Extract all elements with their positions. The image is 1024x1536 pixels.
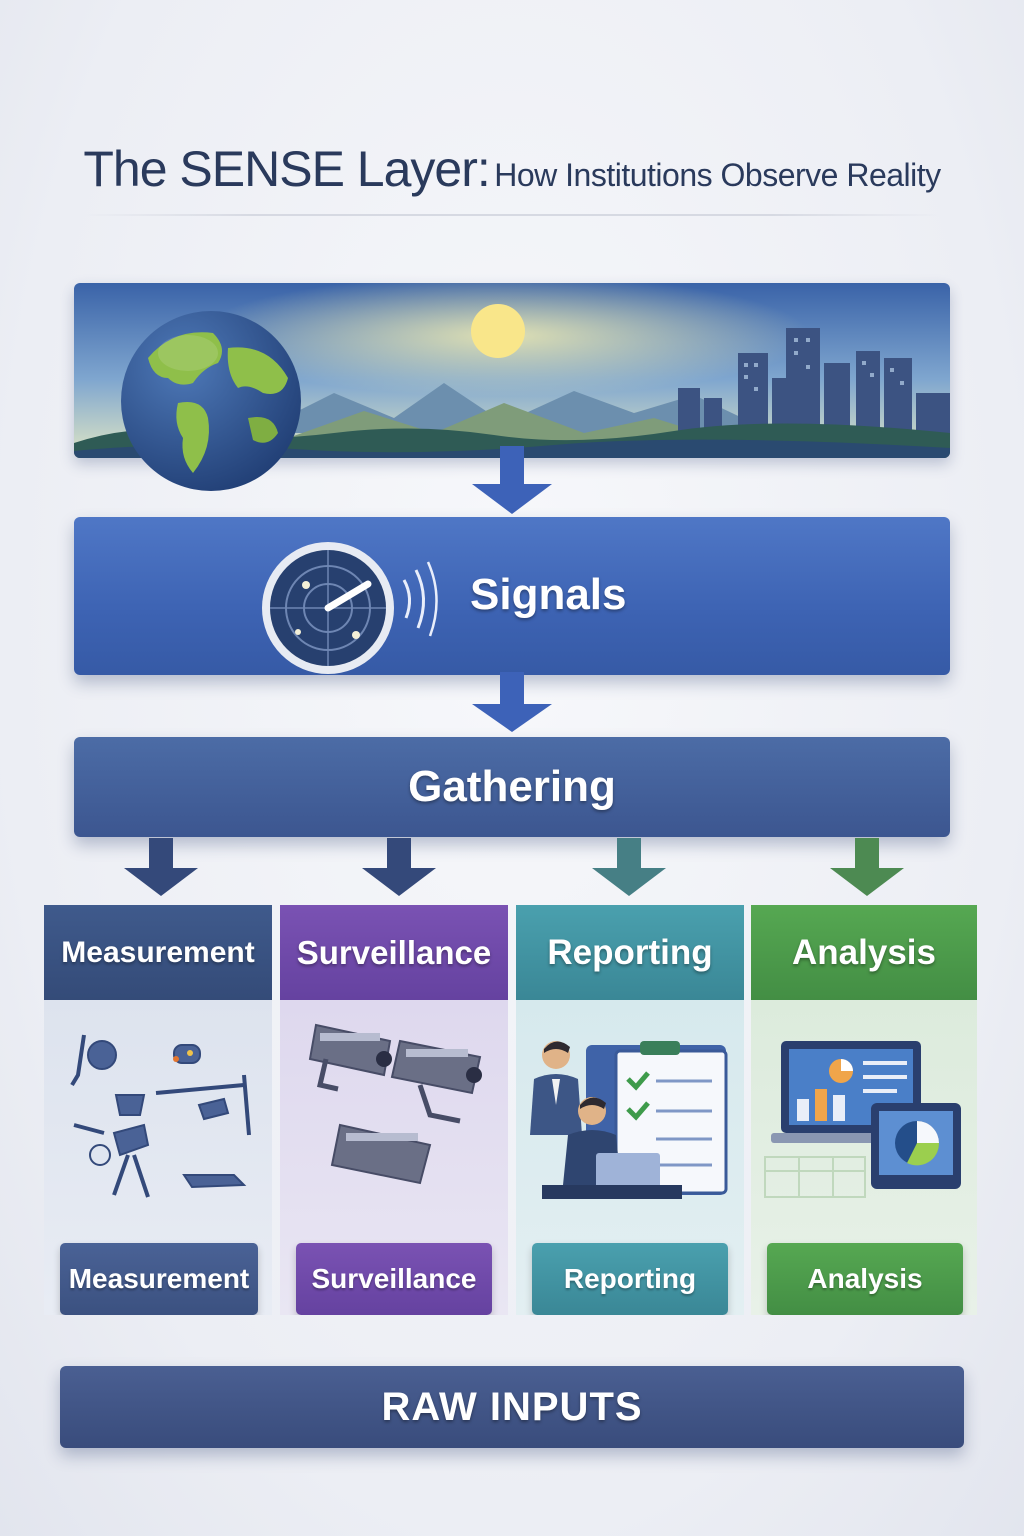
radar-icon (262, 542, 438, 674)
globe-icon (121, 311, 301, 491)
people-checklist-icon (530, 1041, 728, 1199)
column-measurement: Measurement Measurement (44, 905, 272, 1315)
signals-label: Signals (470, 570, 627, 619)
title-main: The SENSE Layer: (83, 141, 490, 197)
camera-icon (308, 1023, 482, 1185)
column-analysis: Analysis Analysis (751, 905, 977, 1315)
column-footer-badge: Analysis (767, 1243, 963, 1315)
arrow-down-icon (830, 838, 904, 896)
arrow-down-icon (362, 838, 436, 896)
gathering-band: Gathering (74, 737, 950, 837)
raw-inputs-bar: RAW INPUTS (60, 1366, 964, 1448)
title-divider (80, 214, 944, 216)
column-reporting: Reporting Reporting (516, 905, 744, 1315)
signals-band (74, 517, 950, 675)
gathering-label: Gathering (408, 762, 616, 811)
column-header: Reporting (516, 905, 744, 1000)
column-header: Analysis (751, 905, 977, 1000)
column-footer-badge: Reporting (532, 1243, 728, 1315)
tools-icon (70, 1034, 251, 1198)
column-surveillance: Surveillance Surveillance (280, 905, 508, 1315)
laptop-chart-icon (764, 1041, 961, 1198)
raw-inputs-label: RAW INPUTS (381, 1384, 643, 1429)
column-footer-badge: Measurement (60, 1243, 258, 1315)
arrow-down-icon (592, 838, 666, 896)
column-header: Measurement (44, 905, 272, 1000)
column-header: Surveillance (280, 905, 508, 1000)
arrow-down-icon (472, 672, 552, 732)
page-title: The SENSE Layer: How Institutions Observ… (0, 140, 1024, 198)
title-subtitle: How Institutions Observe Reality (494, 157, 941, 193)
arrow-down-icon (124, 838, 198, 896)
column-footer-badge: Surveillance (296, 1243, 492, 1315)
arrow-down-icon (472, 446, 552, 514)
